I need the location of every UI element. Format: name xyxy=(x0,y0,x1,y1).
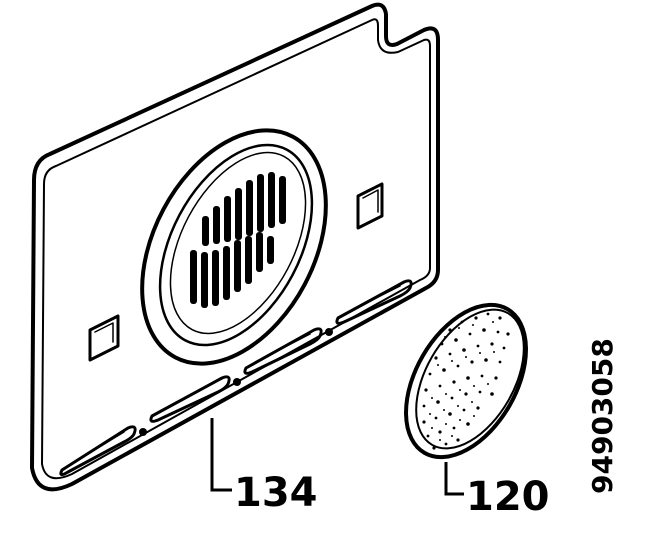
rivet-dots xyxy=(139,328,333,436)
speaker-housing-inner xyxy=(158,143,314,347)
panel-inner-edge xyxy=(41,18,431,480)
document-number: 94903058 xyxy=(586,338,619,494)
speaker-housing-outer xyxy=(140,128,328,366)
panel-outline xyxy=(30,2,440,492)
callout-label-134: 134 xyxy=(234,470,318,516)
square-window-left xyxy=(88,314,120,362)
filter-rim-inner xyxy=(415,308,525,450)
square-window-right xyxy=(356,182,384,230)
filter-disc xyxy=(404,302,528,460)
filter-rim-outer xyxy=(404,302,528,460)
panel-slots xyxy=(59,279,413,477)
callout-label-120: 120 xyxy=(466,474,550,520)
grille-slots-lower xyxy=(190,232,274,308)
leader-line-120 xyxy=(444,462,464,496)
leader-line-134 xyxy=(210,418,232,492)
filter-mesh-texture xyxy=(422,312,510,450)
grille-slots-upper xyxy=(202,172,286,246)
leader-lines xyxy=(210,418,464,496)
speaker-housing-lip xyxy=(169,151,307,335)
cover-panel xyxy=(30,2,440,492)
